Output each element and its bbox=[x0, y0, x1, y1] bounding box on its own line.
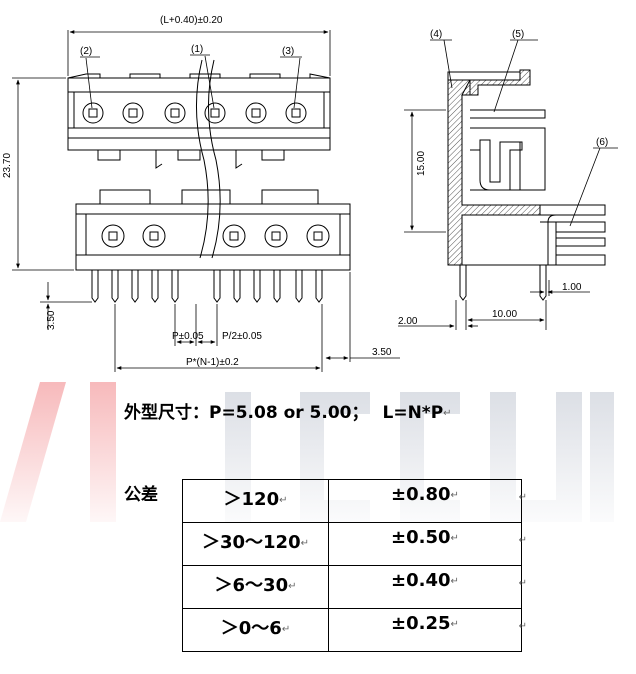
table-row: ＞30～120↵ ±0.50↵↵ bbox=[182, 522, 527, 566]
spec-label: 外型尺寸： bbox=[124, 403, 209, 423]
break-lines bbox=[195, 59, 221, 259]
tolerance-range: ＞30～120↵ bbox=[182, 522, 329, 566]
dim-pitch: P±0.05 bbox=[172, 331, 204, 342]
connector-drawing: (L+0.40)±0.20 23.70 3.50 P±0.05 P/2±0.05… bbox=[2, 15, 618, 372]
dim-height: 23.70 bbox=[2, 153, 13, 178]
dim-side-left-offset: 2.00 bbox=[398, 316, 418, 327]
dim-half-pitch: P/2±0.05 bbox=[222, 331, 262, 342]
header-housing bbox=[75, 189, 351, 271]
front-dimensions bbox=[12, 30, 400, 372]
tolerance-label: 公差 bbox=[124, 485, 158, 505]
spec-length: L=N*P bbox=[382, 403, 444, 423]
dim-side-height: 15.00 bbox=[416, 151, 427, 176]
plug-housing bbox=[67, 73, 331, 151]
tolerance-range: ＞120↵ bbox=[182, 479, 329, 523]
plug-screws bbox=[82, 102, 307, 124]
dim-top-width: (L+0.40)±0.20 bbox=[160, 15, 223, 26]
callout-5: (5) bbox=[512, 29, 524, 40]
tolerance-range: ＞6～30↵ bbox=[182, 565, 329, 609]
side-view bbox=[398, 39, 618, 330]
header-pins bbox=[91, 270, 323, 303]
dim-overall-pitch: P*(N-1)±0.2 bbox=[186, 357, 239, 368]
callout-1: (1) bbox=[191, 44, 203, 55]
dim-pin-depth: 3.50 bbox=[46, 310, 57, 330]
spec-pitch: P=5.08 or 5.00； bbox=[209, 403, 369, 423]
callout-6: (6) bbox=[596, 137, 608, 148]
callout-3: (3) bbox=[282, 46, 294, 57]
front-callout-leaders bbox=[80, 54, 302, 109]
tolerance-value: ±0.40↵↵ bbox=[328, 565, 527, 609]
dim-edge-offset: 3.50 bbox=[372, 347, 392, 358]
dim-side-depth: 10.00 bbox=[492, 309, 517, 320]
callout-2: (2) bbox=[80, 46, 92, 57]
table-row: ＞6～30↵ ±0.40↵↵ bbox=[182, 565, 527, 609]
header-screws bbox=[101, 224, 330, 248]
outline-spec: 外型尺寸：P=5.08 or 5.00； L=N*P↵ bbox=[124, 398, 452, 423]
tolerance-range: ＞0～6↵ bbox=[182, 608, 329, 652]
tolerance-value: ±0.25↵↵ bbox=[328, 608, 527, 652]
tolerance-table: ＞120↵ ±0.80↵↵ ＞30～120↵ ±0.50↵↵ ＞6～30↵ ±0… bbox=[182, 479, 527, 652]
callout-4: (4) bbox=[430, 29, 442, 40]
plug-latches bbox=[97, 149, 285, 169]
tolerance-value: ±0.80↵↵ bbox=[328, 479, 527, 523]
return-mark: ↵ bbox=[443, 408, 452, 419]
tolerance-value: ±0.50↵↵ bbox=[328, 522, 527, 566]
table-row: ＞120↵ ±0.80↵↵ bbox=[182, 479, 527, 523]
dim-side-pin-offset: 1.00 bbox=[562, 282, 582, 293]
table-row: ＞0～6↵ ±0.25↵↵ bbox=[182, 608, 527, 652]
